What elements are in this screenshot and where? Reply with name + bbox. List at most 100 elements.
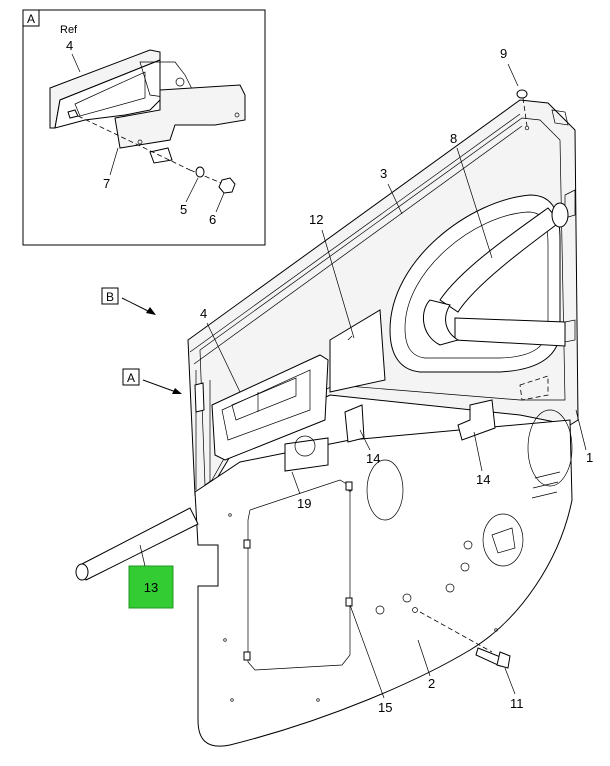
rod-end bbox=[75, 563, 89, 581]
handle-recess bbox=[74, 71, 146, 117]
assembly-centerline bbox=[77, 115, 191, 171]
view-a-box bbox=[122, 368, 140, 386]
detail-a-tag-box bbox=[22, 9, 40, 27]
leader-line bbox=[109, 147, 119, 176]
leader-line bbox=[387, 183, 403, 215]
grab-handle-lower-bar bbox=[454, 317, 566, 347]
view-a-arrow bbox=[142, 379, 177, 393]
switch-mark bbox=[347, 335, 353, 341]
nut-icon bbox=[218, 177, 236, 194]
interior-handle-recess bbox=[221, 369, 311, 441]
view-b-tag: B bbox=[106, 290, 114, 304]
speaker-cone bbox=[294, 435, 316, 457]
callout-14-right: 14 bbox=[476, 472, 490, 487]
bracket-hole-icon bbox=[137, 139, 143, 145]
leader-line bbox=[206, 322, 241, 393]
window-opening-inner bbox=[404, 211, 549, 359]
interior-handle-lever bbox=[231, 377, 297, 421]
callout-12: 12 bbox=[309, 212, 323, 227]
panel-hole-icon bbox=[223, 638, 227, 642]
callout-19: 19 bbox=[297, 496, 311, 511]
speaker-hole-window bbox=[366, 459, 404, 521]
screw-centerline bbox=[522, 97, 528, 127]
leader-line bbox=[139, 544, 146, 567]
frame-seam bbox=[189, 113, 521, 353]
clip-icon bbox=[243, 539, 251, 549]
clip-icon bbox=[243, 651, 251, 661]
panel-hole-icon bbox=[228, 513, 232, 517]
view-a-tag: A bbox=[127, 371, 135, 385]
bracket-tab bbox=[149, 147, 173, 164]
regulator-hole bbox=[482, 513, 524, 567]
assembly-centerline bbox=[189, 169, 227, 186]
leader-line bbox=[504, 667, 516, 695]
callout-5: 5 bbox=[180, 202, 187, 217]
arrow-head-icon bbox=[146, 307, 156, 315]
door-check-rod bbox=[75, 507, 199, 581]
arrow-head-icon bbox=[172, 388, 182, 394]
panel-hole-icon bbox=[230, 698, 234, 702]
bolt bbox=[419, 611, 511, 669]
view-b-arrow bbox=[121, 297, 151, 313]
hinge-bracket bbox=[194, 382, 205, 413]
retainer-clips bbox=[243, 481, 353, 661]
frame-hole-icon bbox=[524, 125, 530, 131]
grab-handle bbox=[422, 202, 569, 347]
view-b-marker: B bbox=[101, 287, 156, 315]
leader-line bbox=[349, 604, 385, 699]
mounting-bracket bbox=[114, 84, 246, 149]
bracket-14-right bbox=[457, 399, 496, 441]
callout-9: 9 bbox=[500, 46, 507, 61]
frame-seam bbox=[193, 125, 523, 365]
interior-handle-bezel bbox=[211, 354, 329, 461]
fastener-icon bbox=[460, 562, 470, 572]
ref-text: Ref bbox=[60, 24, 78, 36]
bracket-hole-icon bbox=[234, 112, 240, 118]
regulator-spline bbox=[491, 527, 516, 554]
switch-plate bbox=[329, 309, 386, 393]
speaker-grille bbox=[284, 437, 329, 472]
leader-line bbox=[185, 177, 199, 203]
bolt-centerline bbox=[419, 611, 493, 653]
fastener-icon bbox=[463, 540, 473, 550]
callout-2: 2 bbox=[428, 676, 435, 691]
fastener-icon bbox=[375, 605, 385, 615]
frame-tab bbox=[551, 109, 569, 126]
fastener-icon bbox=[402, 593, 412, 603]
callout-8: 8 bbox=[450, 131, 457, 146]
callout-3: 3 bbox=[380, 166, 387, 181]
detail-a-inset: A Ref 4 7 5 6 bbox=[22, 9, 266, 246]
vent-slot bbox=[532, 481, 559, 489]
callout-13-highlight bbox=[128, 565, 174, 609]
panel-hole-icon bbox=[494, 628, 498, 632]
callout-4: 4 bbox=[200, 306, 207, 321]
leader-line bbox=[71, 53, 81, 73]
hidden-bracket bbox=[519, 375, 549, 401]
leader-line bbox=[575, 409, 587, 451]
detail-a-frame bbox=[22, 9, 266, 246]
leader-line bbox=[321, 229, 355, 339]
callout-13: 13 bbox=[144, 580, 158, 595]
leader-line bbox=[507, 63, 519, 87]
grab-handle-elbow bbox=[422, 299, 460, 346]
bracket-14-left bbox=[344, 404, 365, 443]
leader-line bbox=[456, 147, 493, 259]
leader-line bbox=[291, 471, 301, 495]
vent-slot bbox=[531, 491, 558, 499]
main-callouts: 1 2 3 4 8 9 11 12 13 14 14 15 19 bbox=[128, 46, 593, 715]
screw-head-icon bbox=[516, 89, 528, 99]
leader-line bbox=[215, 192, 225, 213]
leader-line bbox=[473, 431, 483, 472]
interior-handle bbox=[211, 354, 329, 461]
clip-icon bbox=[345, 597, 353, 607]
callout-6: 6 bbox=[209, 212, 216, 227]
washer-icon bbox=[195, 166, 205, 178]
trim-panel-cutout bbox=[247, 479, 351, 671]
leader-line bbox=[359, 429, 371, 451]
grab-handle-end-cap bbox=[551, 202, 569, 228]
bolt-hole-icon bbox=[412, 607, 418, 613]
speaker-hole bbox=[527, 409, 573, 487]
callout-15: 15 bbox=[378, 700, 392, 715]
